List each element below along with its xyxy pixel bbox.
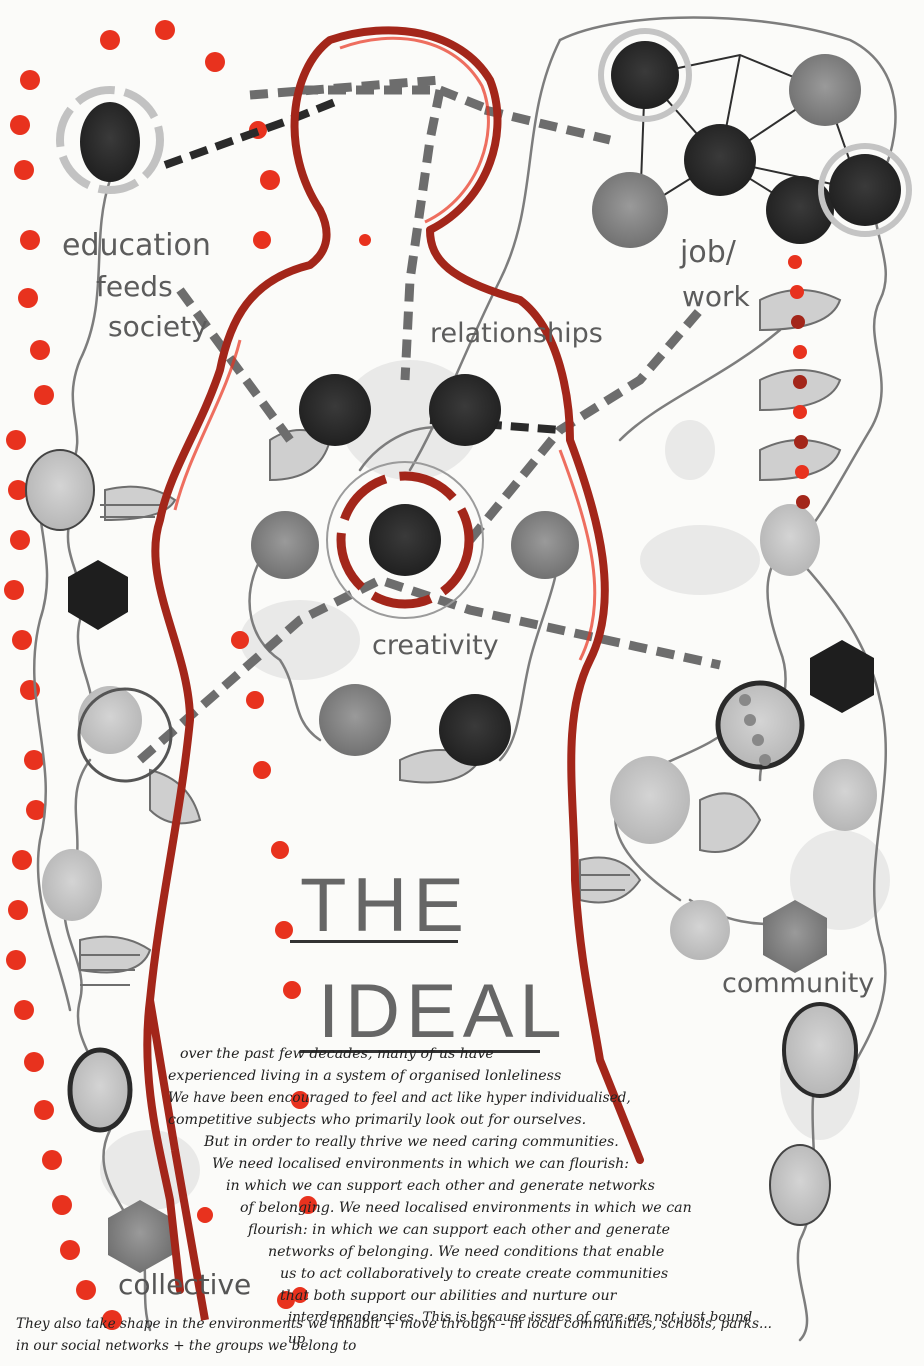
title-ideal: IDEAL [318,968,568,1055]
text-line: We have been encouraged to feel and act … [168,1087,768,1109]
top-left-node [60,90,160,190]
title-the: THE [300,862,470,949]
text-line: that both support our abilities and nurt… [168,1285,768,1307]
text-line: But in order to really thrive we need ca… [168,1131,768,1153]
text-line: us to act collaboratively to create crea… [168,1263,768,1285]
body-text: over the past few decades, many of us ha… [168,1043,768,1351]
label-community: community [722,968,874,999]
text-line: over the past few decades, many of us ha… [168,1043,768,1065]
label-work: work [682,280,750,313]
label-job: job/ [680,235,736,270]
text-line: in which we can support each other and g… [168,1175,768,1197]
work-network [592,31,909,248]
text-line: competitive subjects who primarily look … [168,1109,768,1131]
text-line: of belonging. We need localised environm… [168,1197,768,1219]
footer-line-2: in our social networks + the groups we b… [16,1338,356,1354]
label-education: education [62,228,211,263]
label-feeds: feeds [96,270,173,303]
label-relationships: relationships [430,318,603,349]
text-line: We need localised environments in which … [168,1153,768,1175]
label-society: society [108,310,208,343]
label-creativity: creativity [372,630,499,661]
text-line: experienced living in a system of organi… [168,1065,768,1087]
text-line: networks of belonging. We need condition… [168,1241,768,1263]
title-underline-1 [290,940,458,943]
text-line: flourish: in which we can support each o… [168,1219,768,1241]
footer-line-1: They also take shape in the environments… [16,1316,772,1332]
